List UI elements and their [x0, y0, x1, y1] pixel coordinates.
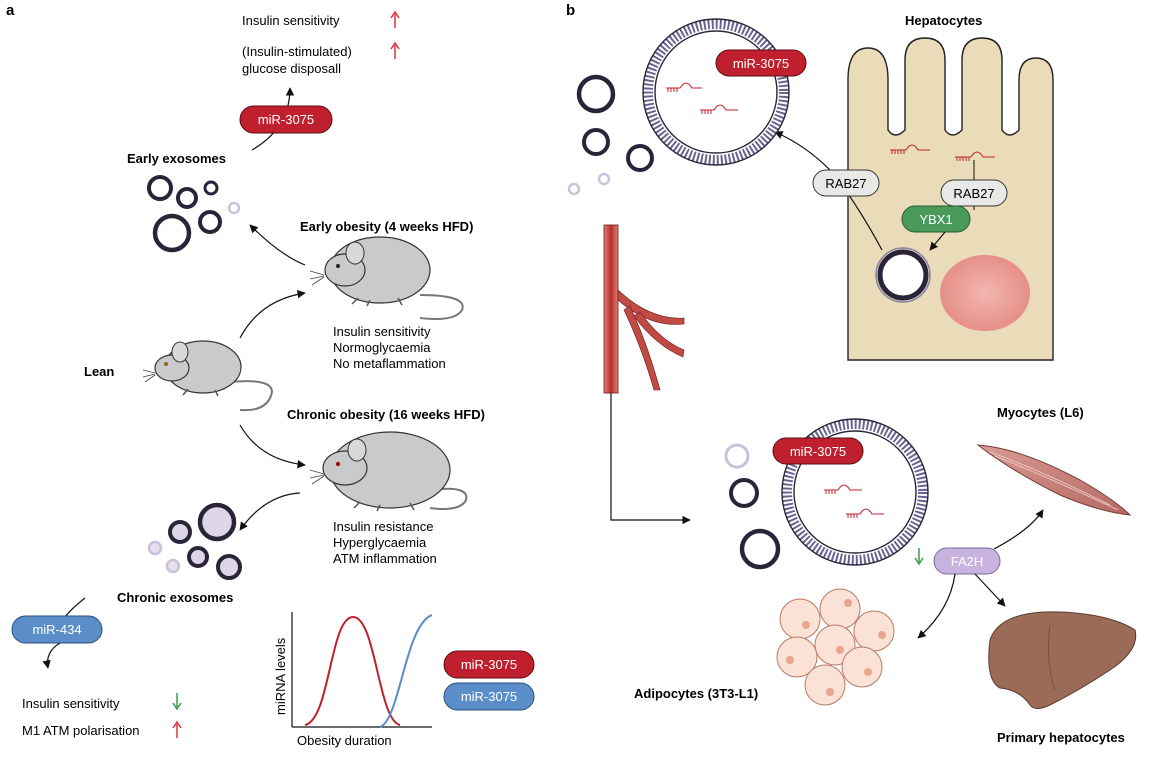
svg-text:miR-3075: miR-3075: [461, 689, 517, 704]
chronic-trait-3: ATM inflammation: [333, 551, 437, 566]
mirna-hairpin-icon: [824, 484, 884, 518]
effect-insulin-stimulated: (Insulin-stimulated): [242, 44, 352, 59]
svg-text:miR-3075: miR-3075: [461, 657, 517, 672]
plot-series-blue: [379, 614, 433, 728]
down-arrow-icon: [172, 693, 182, 711]
ybx1-pill: YBX1: [901, 205, 971, 233]
arrow-early-to-exosomes: [249, 224, 306, 266]
mouse-early-obesity-icon: [309, 236, 464, 320]
arrow-chronic-to-exosomes: [239, 492, 301, 531]
early-obesity-label: Early obesity (4 weeks HFD): [300, 219, 473, 234]
blood-vessel: [603, 224, 685, 394]
myocytes-label: Myocytes (L6): [997, 405, 1084, 420]
fa2h-pill: FA2H: [933, 547, 1001, 575]
plot-series-red: [304, 615, 401, 726]
arrow-lean-to-chronic: [239, 424, 306, 469]
exosome-cluster-top: [567, 74, 654, 196]
svg-text:YBX1: YBX1: [919, 212, 952, 227]
down-arrow-icon: [914, 548, 924, 566]
mir-3075-pill-bottom: miR-3075: [772, 437, 864, 465]
adipocyte-cluster-icon: [776, 588, 895, 706]
up-arrow-icon: [390, 10, 400, 28]
arrow-lean-to-early: [239, 290, 306, 339]
liver-icon: [988, 611, 1137, 709]
early-exosome-cluster: [147, 175, 241, 253]
up-arrow-icon: [390, 41, 400, 59]
primary-hepatocytes-label: Primary hepatocytes: [997, 730, 1125, 745]
chronic-trait-2: Hyperglycaemia: [333, 535, 427, 550]
mirna-hairpin-icon: [666, 82, 738, 114]
early-exosomes-label: Early exosomes: [127, 151, 226, 166]
plot-ylabel: miRNA levels: [273, 637, 288, 715]
mirna-hairpin-icon: [890, 144, 995, 161]
rab27-pill-left: RAB27: [812, 169, 880, 197]
panel-b-letter: b: [566, 2, 575, 19]
mir-3075-pill-early: miR-3075: [239, 105, 333, 134]
early-trait-2: Normoglycaemia: [333, 340, 431, 355]
plot-xlabel: Obesity duration: [297, 733, 392, 748]
connector-to-mir434: [64, 597, 86, 618]
legend-mir-red: miR-3075: [443, 650, 535, 679]
arrow-fa2h-to-hepatocytes: [974, 573, 1006, 607]
lean-label: Lean: [84, 364, 114, 379]
nucleus: [940, 255, 1030, 331]
svg-text:FA2H: FA2H: [951, 554, 984, 569]
arrow-ybx1-to-vesicle: [929, 231, 946, 251]
effect-m1-atm-polarisation: M1 ATM polarisation: [22, 723, 140, 738]
early-trait-3: No metaflammation: [333, 356, 446, 371]
effect-glucose-disposal: glucose disposall: [242, 61, 341, 76]
arrow-fa2h-to-adipocytes: [917, 573, 956, 639]
rab27-pill-right: RAB27: [940, 179, 1008, 207]
panel-a-letter: a: [6, 2, 15, 19]
chronic-obesity-label: Chronic obesity (16 weeks HFD): [287, 407, 485, 422]
mouse-lean-icon: [142, 340, 274, 412]
svg-text:RAB27: RAB27: [825, 176, 866, 191]
chronic-exosome-cluster: [147, 502, 242, 580]
arrow-fa2h-to-myocytes: [993, 509, 1044, 550]
mir-434-pill: miR-434: [11, 615, 103, 644]
arrow-mir434-to-effects: [42, 642, 61, 669]
svg-text:miR-3075: miR-3075: [258, 112, 314, 127]
exosome-top-membrane: [642, 18, 790, 166]
intracellular-vesicle: [875, 247, 931, 303]
up-arrow-icon: [172, 720, 182, 738]
mouse-chronic-obesity-icon: [309, 431, 468, 512]
myocyte-icon: [976, 444, 1132, 516]
chronic-exosomes-label: Chronic exosomes: [117, 590, 233, 605]
effect-insulin-sensitivity: Insulin sensitivity: [242, 13, 340, 28]
exosome-cluster-bottom: [724, 443, 781, 570]
mir-3075-pill-top: miR-3075: [715, 49, 807, 77]
svg-text:RAB27: RAB27: [953, 186, 994, 201]
arrow-circulation-to-targets: [610, 393, 691, 525]
adipocytes-label: Adipocytes (3T3-L1): [634, 686, 758, 701]
mirna-level-plot: miRNA levels Obesity duration: [273, 612, 433, 748]
chronic-trait-1: Insulin resistance: [333, 519, 433, 534]
legend-mir-blue: miR-3075: [443, 682, 535, 711]
early-trait-1: Insulin sensitivity: [333, 324, 431, 339]
svg-text:miR-3075: miR-3075: [790, 444, 846, 459]
effect-insulin-sensitivity-down: Insulin sensitivity: [22, 696, 120, 711]
hepatocytes-label: Hepatocytes: [905, 13, 982, 28]
svg-text:miR-434: miR-434: [32, 622, 81, 637]
svg-text:miR-3075: miR-3075: [733, 56, 789, 71]
